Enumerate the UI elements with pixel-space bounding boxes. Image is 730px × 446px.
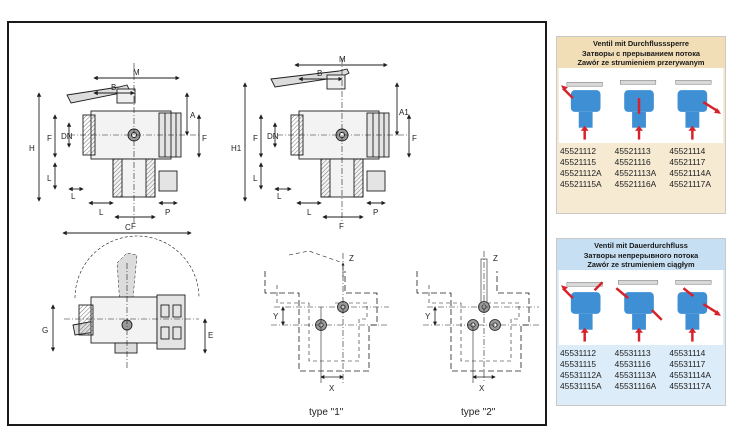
code-item: 45531117 <box>669 358 706 369</box>
dim-F-1: F <box>47 134 52 143</box>
code-item: 45531116 <box>614 358 651 369</box>
dim-L-4: L <box>253 174 258 183</box>
valve-front-view-1 <box>36 63 202 223</box>
valve-image-45521112 <box>560 81 603 140</box>
panel-b-title-ru: Затворы непрерывного потока <box>583 250 699 260</box>
dim-F-5: F <box>412 134 417 143</box>
valve-top-view <box>50 230 208 368</box>
dim-A1: A1 <box>399 108 409 117</box>
code-item: 45521117A <box>669 178 711 189</box>
code-item: 45521112 <box>560 145 597 156</box>
code-item: 45531114 <box>669 347 706 358</box>
code-item: 45521113A <box>614 167 657 178</box>
caption-type-1: type "1" <box>309 407 344 418</box>
code-item: 45531114A <box>669 369 711 380</box>
code-item: 45531112 <box>560 347 597 358</box>
dim-F-3: F <box>131 222 136 231</box>
valve-section-type-2 <box>416 251 539 383</box>
panel-a-title-ru: Затворы с прерыванием потока <box>581 48 700 58</box>
valve-image-45521113 <box>620 79 657 140</box>
dim-F-4: F <box>253 134 258 143</box>
dim-P-2: P <box>373 208 378 217</box>
code-item: 45521112A <box>560 167 602 178</box>
code-item: 45531113 <box>614 347 651 358</box>
code-item: 45521116 <box>614 156 651 167</box>
dim-L-1: L <box>47 174 52 183</box>
panel-a-header: Ventil mit Durchflusssperre Затворы с пр… <box>557 37 725 68</box>
panel-b-title-de: Ventil mit Dauerdurchfluss <box>594 241 688 250</box>
dim-Z-1: Z <box>349 254 354 263</box>
caption-type-2: type "2" <box>461 407 496 418</box>
valve-front-view-2 <box>242 58 412 223</box>
code-item: 45521117 <box>669 156 706 167</box>
code-item: 45531116A <box>614 380 657 391</box>
technical-drawing-frame: M B H F DN L A F F L P L M B H1 <box>7 21 547 426</box>
code-item: 45521116A <box>614 178 657 189</box>
valve-image-45531112 <box>560 281 604 342</box>
panel-b-title-pl: Zawór ze strumieniem ciągłym <box>587 260 695 270</box>
dim-X-2: X <box>479 384 485 393</box>
dim-F-6: F <box>339 222 344 231</box>
dim-M-1: M <box>133 68 140 77</box>
code-item: 45531112A <box>560 369 602 380</box>
dim-G: G <box>42 326 48 335</box>
code-item: 45521114 <box>669 145 706 156</box>
dim-F-2: F <box>202 134 207 143</box>
panel-continuous-flow-valves: Ventil mit Dauerdurchfluss Затворы непре… <box>556 238 726 406</box>
dim-L-5: L <box>307 208 312 217</box>
panel-b-codes: 45531112 45531113 45531114 45531115 4553… <box>557 344 725 394</box>
valve-image-45521114 <box>675 79 722 140</box>
dim-L-3: L <box>71 192 76 201</box>
panel-b-valve-images <box>559 269 723 345</box>
code-item: 45531117A <box>669 380 711 391</box>
dim-Y-2: Y <box>425 312 431 321</box>
code-item: 45531115 <box>560 358 597 369</box>
dim-B-1: B <box>111 83 116 92</box>
valve-section-type-1 <box>264 250 389 383</box>
dim-Y-1: Y <box>273 312 279 321</box>
dim-DN-1: DN <box>61 132 73 141</box>
dim-M-2: M <box>339 55 346 64</box>
panel-a-title-de: Ventil mit Durchflusssperre <box>592 39 690 48</box>
dim-A: A <box>190 111 196 120</box>
code-item: 45531113A <box>614 369 657 380</box>
valve-image-45531114 <box>675 279 722 342</box>
dim-L-2: L <box>99 208 104 217</box>
dim-Z-2: Z <box>493 254 498 263</box>
valve-image-45531113 <box>615 279 663 342</box>
dim-H: H <box>29 144 35 153</box>
code-item: 45531115A <box>560 380 602 391</box>
code-item: 45521113 <box>614 145 651 156</box>
dim-DN-2: DN <box>267 132 279 141</box>
panel-a-codes: 45521112 45521113 45521114 45521115 4552… <box>557 142 725 192</box>
panel-flow-stop-valves: Ventil mit Durchflusssperre Затворы с пр… <box>556 36 726 214</box>
dim-P-1: P <box>165 208 170 217</box>
technical-drawing: M B H F DN L A F F L P L M B H1 <box>29 55 539 418</box>
dim-E: E <box>208 331 213 340</box>
code-item: 45521115A <box>560 178 602 189</box>
dim-H1: H1 <box>231 144 242 153</box>
code-item: 45521115 <box>560 156 597 167</box>
dim-C: C <box>125 223 131 232</box>
dim-L-6: L <box>277 192 282 201</box>
dim-B-2: B <box>317 69 322 78</box>
panel-a-title-pl: Zawór ze strumieniem przerywanym <box>577 58 705 68</box>
panel-a-valve-images <box>559 67 723 143</box>
code-item: 45521114A <box>669 167 711 178</box>
dim-X-1: X <box>329 384 335 393</box>
panel-b-header: Ventil mit Dauerdurchfluss Затворы непре… <box>557 239 725 270</box>
